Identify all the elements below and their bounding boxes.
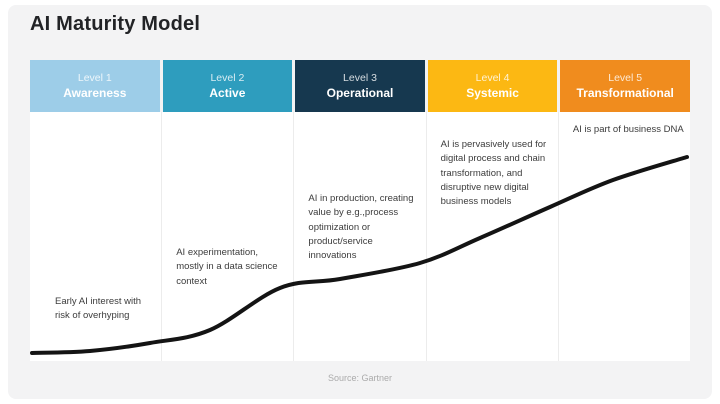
level-1-name: Awareness [63,86,127,100]
level-1-column: Early AI interest with risk of overhypin… [30,112,161,361]
level-4-header: Level 4 Systemic [427,60,558,112]
level-4-column: AI is pervasively used for digital proce… [425,112,558,361]
level-columns: Early AI interest with risk of overhypin… [30,112,690,361]
level-4-name: Systemic [466,86,519,100]
level-1-label: Level 1 [77,72,112,84]
level-5-header: Level 5 Transformational [560,60,690,112]
level-3-header: Level 3 Operational [295,60,425,112]
level-header-row: Level 1 Awareness Level 2 Active Level 3… [30,60,690,112]
level-2-name: Active [209,86,246,100]
level-2-column: AI experimentation, mostly in a data sci… [161,112,293,361]
level-1-description: Early AI interest with risk of overhypin… [55,296,142,322]
level-3-label: Level 3 [343,72,377,84]
level-4-label: Level 4 [475,72,510,84]
level-4-description: AI is pervasively used for digital proce… [440,139,547,207]
level-2-description: AI experimentation, mostly in a data sci… [176,247,278,287]
level-3-description: AI in production, creating value by e.g.… [308,193,414,261]
level-5-label: Level 5 [608,72,643,84]
level-5-name: Transformational [576,86,674,100]
level-2-label: Level 2 [210,72,245,84]
level-1-header: Level 1 Awareness [30,60,160,112]
level-5-column: AI is part of business DNA [557,112,690,361]
level-3-column: AI in production, creating value by e.g.… [293,112,425,361]
level-3-name: Operational [326,86,394,100]
level-5-description: AI is part of business DNA [572,124,684,135]
page-title: AI Maturity Model [30,13,201,35]
level-2-header: Level 2 Active [162,60,293,112]
source-note: Source: Gartner [327,373,393,383]
